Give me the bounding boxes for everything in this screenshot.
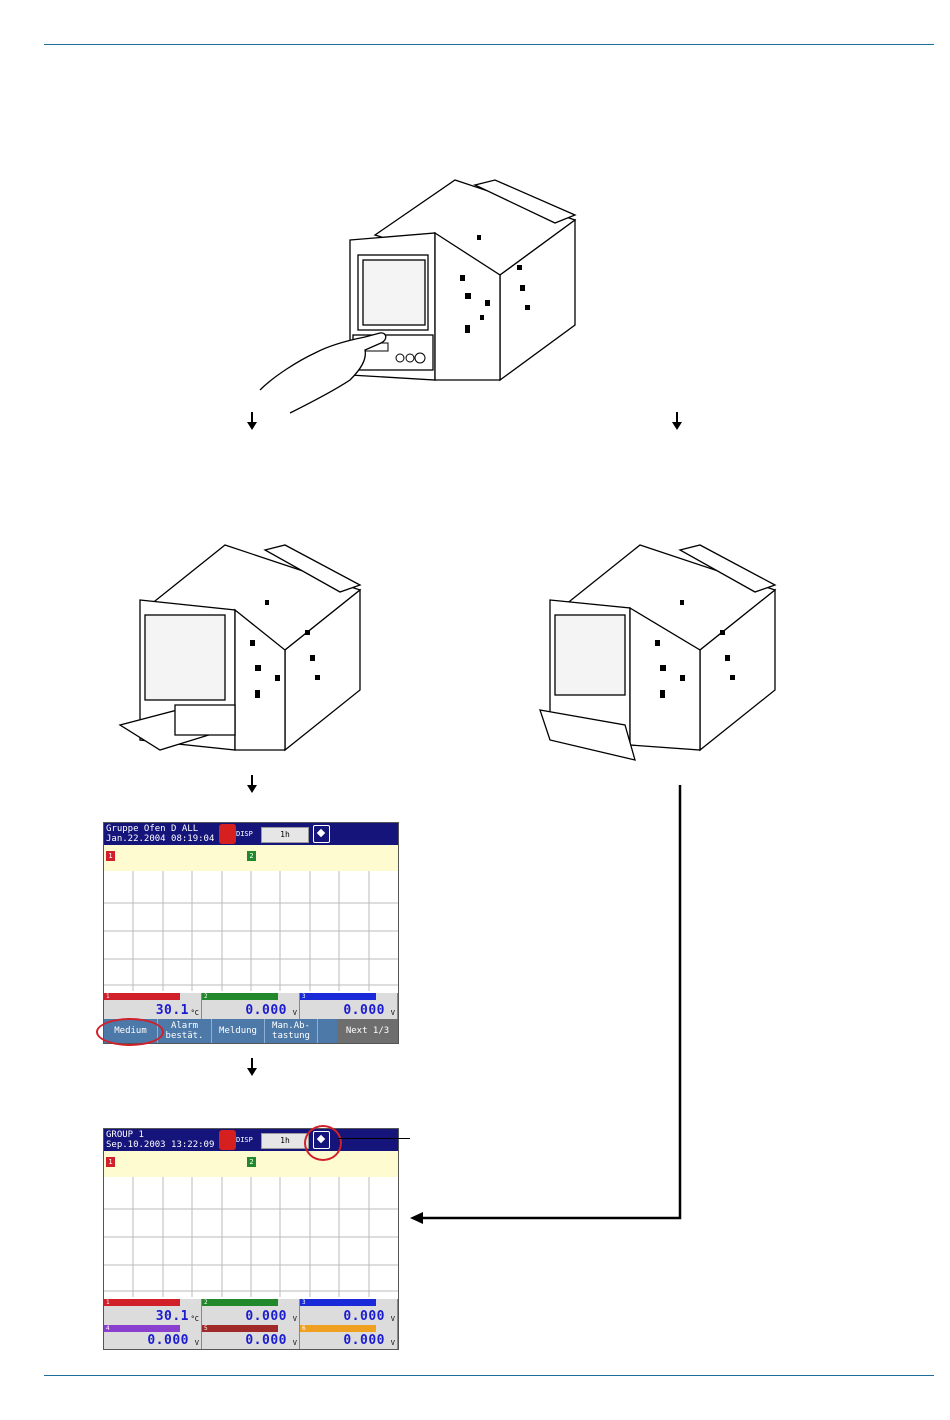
recorder-screen-menu: Gruppe Ofen D ALL Jan.22.2004 08:19:04 D…	[103, 822, 399, 1044]
date-time: Sep.10.2003 13:22:09	[106, 1140, 214, 1150]
date-time: Jan.22.2004 08:19:04	[106, 834, 214, 844]
channel-marker: 1	[106, 851, 115, 861]
channel-cell: 1 30.1 °C	[104, 1299, 202, 1325]
dpad-icon[interactable]	[313, 825, 330, 843]
channel-number: 3	[300, 1299, 376, 1306]
softkey-manual-sample[interactable]: Man.Ab- tastung	[265, 1019, 318, 1043]
recorder-closed-tray-illustration	[530, 540, 785, 770]
channel-value: 0.000	[300, 1309, 385, 1324]
softkey-message[interactable]: Meldung	[212, 1019, 265, 1043]
flow-connector-arrow	[405, 785, 690, 1230]
channel-unit: V	[293, 1339, 297, 1347]
channel-unit: V	[391, 1009, 395, 1017]
scale-strip: 1 2	[104, 845, 398, 871]
channel-number: 5	[202, 1325, 278, 1332]
screen-status-bar: GROUP 1 Sep.10.2003 13:22:09 DISP 1h	[104, 1129, 398, 1151]
channel-cell: 2 0.000 V	[202, 1299, 300, 1325]
channel-value: 0.000	[104, 1333, 189, 1348]
disp-label: DISP	[236, 1136, 253, 1144]
highlight-medium-key	[96, 1018, 164, 1046]
channel-value: 0.000	[202, 1309, 287, 1324]
channel-value: 0.000	[202, 1003, 287, 1018]
channel-unit: °C	[191, 1009, 199, 1017]
channel-cell: 4 0.000 V	[104, 1325, 202, 1349]
channel-unit: V	[195, 1339, 199, 1347]
channel-cell: 6 0.000 V	[300, 1325, 398, 1349]
memory-card-icon	[219, 1130, 236, 1150]
down-arrow-icon	[671, 412, 683, 430]
channel-value: 30.1	[104, 1309, 189, 1324]
group-name: GROUP 1	[106, 1130, 144, 1140]
channel-number: 3	[300, 993, 376, 1000]
screen-status-bar: Gruppe Ofen D ALL Jan.22.2004 08:19:04 D…	[104, 823, 398, 845]
channel-number: 1	[104, 1299, 180, 1306]
memory-card-icon	[219, 824, 236, 844]
channel-unit: V	[391, 1339, 395, 1347]
channel-cell: 1 30.1 °C	[104, 993, 202, 1019]
channel-number: 6	[300, 1325, 376, 1332]
channel-number: 2	[202, 993, 278, 1000]
channel-marker: 1	[106, 1157, 115, 1167]
time-span-field[interactable]: 1h	[261, 827, 309, 843]
channel-unit: °C	[191, 1315, 199, 1323]
channel-cell: 3 0.000 V	[300, 993, 398, 1019]
time-span-field[interactable]: 1h	[261, 1133, 309, 1149]
softkey-next[interactable]: Next 1/3	[337, 1019, 399, 1043]
channel-marker: 2	[247, 851, 256, 861]
channel-number: 2	[202, 1299, 278, 1306]
value-panel: 1 30.1 °C 2 0.000 V 3 0.000 V 4 0.000 V …	[104, 1299, 398, 1349]
channel-number: 4	[104, 1325, 180, 1332]
softkey-alarm-ack[interactable]: Alarm bestät.	[158, 1019, 212, 1043]
channel-unit: V	[391, 1315, 395, 1323]
recorder-front-panel-illustration	[255, 175, 585, 420]
channel-value: 0.000	[202, 1333, 287, 1348]
highlight-dpad-icon	[304, 1125, 342, 1161]
recorder-open-tray-illustration	[115, 540, 370, 770]
disp-label: DISP	[236, 830, 253, 838]
trend-grid	[104, 871, 398, 991]
group-name: Gruppe Ofen D ALL	[106, 824, 198, 834]
channel-unit: V	[293, 1009, 297, 1017]
top-rule	[44, 44, 934, 45]
down-arrow-icon	[246, 1058, 258, 1076]
trend-grid	[104, 1177, 398, 1297]
channel-value: 30.1	[104, 1003, 189, 1018]
channel-cell: 3 0.000 V	[300, 1299, 398, 1325]
scale-strip: 1 2	[104, 1151, 398, 1177]
channel-cell: 2 0.000 V	[202, 993, 300, 1019]
channel-marker: 2	[247, 1157, 256, 1167]
channel-unit: V	[293, 1315, 297, 1323]
down-arrow-icon	[246, 775, 258, 793]
down-arrow-icon	[246, 412, 258, 430]
channel-number: 1	[104, 993, 180, 1000]
value-panel: 1 30.1 °C 2 0.000 V 3 0.000 V	[104, 993, 398, 1019]
bottom-rule	[44, 1375, 934, 1376]
channel-cell: 5 0.000 V	[202, 1325, 300, 1349]
callout-line	[338, 1138, 410, 1139]
channel-value: 0.000	[300, 1003, 385, 1018]
recorder-screen-trend: GROUP 1 Sep.10.2003 13:22:09 DISP 1h 1 2…	[103, 1128, 399, 1350]
channel-value: 0.000	[300, 1333, 385, 1348]
